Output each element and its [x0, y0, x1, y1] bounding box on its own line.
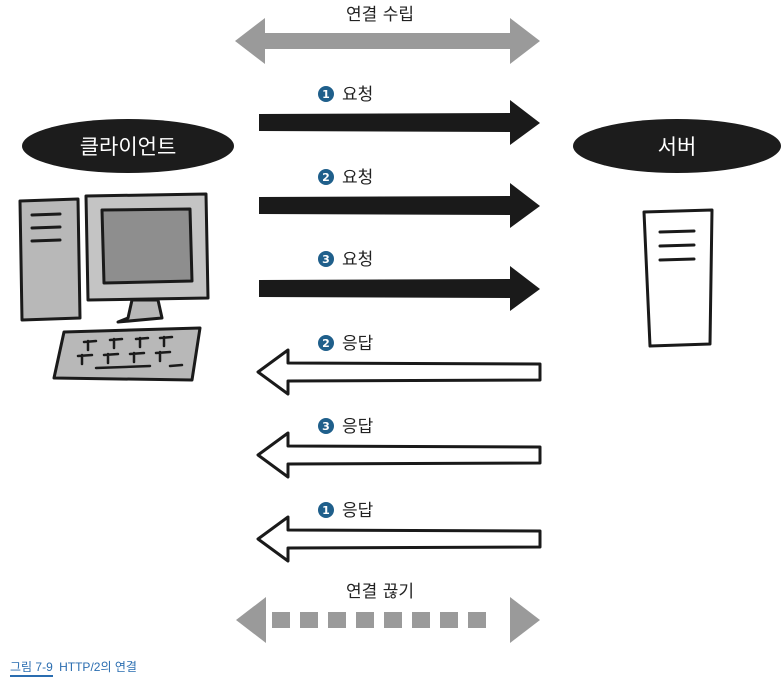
- connect-double-arrow: [235, 18, 540, 64]
- disconnect-arrow: 연결 끊기: [236, 582, 540, 643]
- server-pill: 서버: [573, 119, 781, 173]
- keyboard: [52, 326, 202, 382]
- server-label: 서버: [658, 135, 697, 159]
- request-1-label: 요청: [342, 85, 373, 105]
- dash-segment: [384, 612, 402, 628]
- dash-segment: [468, 612, 486, 628]
- response-2-arrow: [256, 348, 542, 396]
- number-badge-3: [318, 418, 334, 434]
- response-3-label: 응답: [342, 417, 374, 437]
- request-2: 2 요청: [259, 168, 540, 228]
- response-1-label: 응답: [342, 501, 374, 521]
- connect-arrow: 연결 수립: [235, 5, 540, 64]
- response-1-number: 1: [322, 504, 330, 517]
- number-badge-1: [318, 502, 334, 518]
- request-3: 3 요청: [259, 250, 540, 311]
- client-label: 클라이언트: [80, 135, 177, 159]
- dash-segment: [356, 612, 374, 628]
- request-3-number: 3: [322, 253, 330, 266]
- dash-segment: [300, 612, 318, 628]
- figure-title: HTTP/2의 연결: [59, 660, 137, 674]
- response-2-number: 2: [322, 337, 330, 350]
- disconnect-right-head: [510, 597, 540, 643]
- dash-segment: [440, 612, 458, 628]
- disconnect-left-head: [236, 597, 266, 643]
- number-badge-2: [318, 169, 334, 185]
- dash-segment: [328, 612, 346, 628]
- request-2-number: 2: [322, 171, 330, 184]
- request-1: 1 요청: [259, 85, 540, 145]
- number-badge-1: [318, 86, 334, 102]
- number-badge-3: [318, 251, 334, 267]
- figure-caption: 그림 7-9 HTTP/2의 연결: [10, 658, 137, 677]
- request-2-arrow: [259, 183, 540, 228]
- response-1-arrow: [256, 515, 542, 563]
- response-2: 2 응답: [256, 334, 542, 396]
- response-3-number: 3: [322, 420, 330, 433]
- client-pill-shape: [22, 119, 234, 173]
- keyboard-keys: [76, 335, 184, 370]
- tower: [18, 197, 82, 322]
- number-badge-2: [318, 335, 334, 351]
- disconnect-label: 연결 끊기: [346, 582, 414, 602]
- request-3-arrow: [259, 266, 540, 311]
- request-1-number: 1: [322, 88, 330, 101]
- request-2-label: 요청: [342, 168, 373, 188]
- figure-number[interactable]: 그림 7-9: [10, 660, 53, 677]
- response-3-arrow: [256, 431, 542, 479]
- server-tower-icon: [642, 208, 714, 348]
- connect-label: 연결 수립: [346, 5, 414, 25]
- request-3-label: 요청: [342, 250, 373, 270]
- response-1: 1 응답: [256, 501, 542, 563]
- monitor-screen: [100, 207, 194, 285]
- request-1-arrow: [259, 100, 540, 145]
- response-2-label: 응답: [342, 334, 374, 354]
- response-3: 3 응답: [256, 417, 542, 479]
- monitor-stand: [116, 298, 164, 324]
- dash-segment: [412, 612, 430, 628]
- dash-segment: [272, 612, 290, 628]
- client-pill: 클라이언트: [22, 119, 234, 173]
- server-pill-shape: [573, 119, 781, 173]
- client-computer-icon: [18, 192, 210, 382]
